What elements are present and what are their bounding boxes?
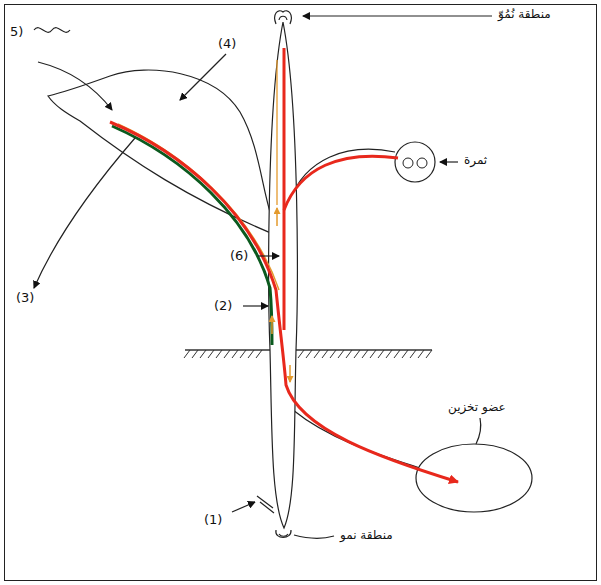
flow-arrow	[276, 208, 278, 226]
callout-number: (3)	[14, 290, 36, 306]
leader-arrow	[440, 161, 458, 162]
callout-number: (6)	[228, 248, 250, 264]
root-branch	[257, 496, 274, 513]
orange-flow	[118, 124, 279, 290]
red-flow-up	[283, 48, 286, 330]
leader-arrow	[258, 255, 279, 256]
part-label: عضو تخزين	[446, 400, 508, 414]
flow-arrow	[289, 365, 291, 382]
fruit	[395, 142, 435, 182]
storage-organ	[416, 444, 532, 512]
leader-arrow	[180, 54, 226, 100]
root-tip	[276, 530, 291, 538]
callout-number: (2)	[212, 298, 234, 314]
ground	[184, 350, 432, 358]
leader-arrow	[303, 15, 492, 16]
callout-number: (1)	[202, 512, 224, 528]
part-label: ثمرة	[462, 153, 489, 167]
seed	[403, 158, 413, 168]
leader-arrow	[232, 502, 255, 512]
red-flow-fruit	[284, 156, 398, 210]
wavy-line	[34, 28, 70, 33]
region-label: منطقة نُمُوّ	[496, 7, 553, 21]
callout-number: 5)	[8, 24, 25, 40]
frame	[5, 5, 597, 581]
orange-flow-up	[276, 60, 277, 205]
green-flow	[112, 126, 272, 345]
seed	[417, 158, 427, 168]
apical-bud	[275, 11, 292, 24]
flow-arrow	[271, 316, 273, 334]
leader-arrow	[243, 305, 268, 306]
leader-arrow	[34, 138, 135, 288]
leader-line	[294, 535, 334, 538]
region-label: منطقة نمو	[338, 528, 395, 542]
callout-number: (4)	[216, 36, 238, 52]
leader-arrow	[38, 62, 112, 110]
leader-line	[476, 418, 481, 444]
